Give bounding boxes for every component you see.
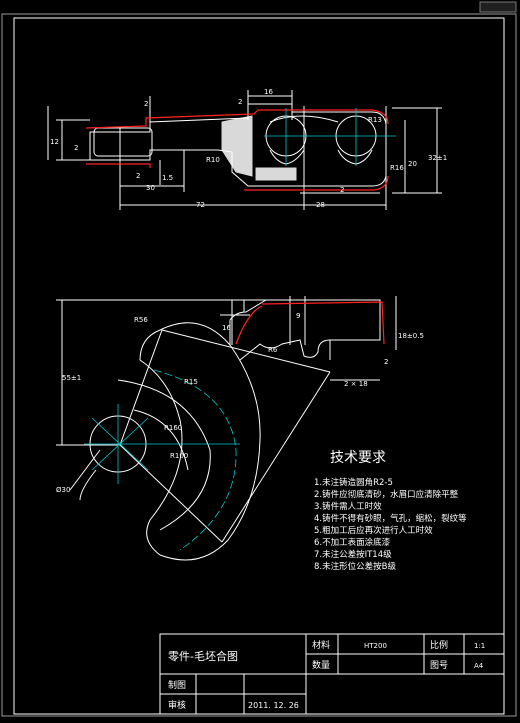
qty-label: 数量 (312, 659, 330, 671)
scale-value: 1:1 (474, 642, 485, 650)
front-view-centerlines (84, 369, 240, 551)
dim-55: 55±1 (62, 374, 81, 382)
dim-16v: 16 (222, 324, 231, 332)
dim-2b: 2 (238, 98, 242, 106)
dim-28: 28 (316, 201, 325, 209)
top-view-centerlines (264, 108, 396, 166)
dim-r6: R6 (268, 346, 278, 354)
dim-18: 18±0.5 (398, 332, 424, 340)
front-view (56, 296, 397, 561)
dim-12: 12 (50, 138, 59, 146)
dim-20: 20 (408, 160, 417, 168)
top-view-dim-labels: 16 2 2 12 2 2 1.5 30 72 28 2 20 32±1 R13… (50, 88, 447, 209)
dim-2a: 2 (144, 100, 148, 108)
title-block-text: 零件-毛坯合图 材料 HT200 比例 1:1 数量 图号 A4 制图 审核 2… (168, 639, 485, 711)
tech-requirements: 技术要求 1.未注铸造圆角R2-5 2.铸件应彻底清砂，水眉口应清除平整 3.铸… (314, 450, 467, 572)
drawing-no-label: 图号 (430, 660, 448, 671)
drawn-label: 制图 (168, 679, 186, 691)
tech-req-item-8: 8.未注形位公差按B级 (314, 561, 396, 572)
dim-r13: R13 (368, 116, 382, 124)
dim-r15: R15 (184, 378, 198, 386)
dim-32: 32±1 (428, 154, 447, 162)
tech-req-item-6: 6.不加工表面涂底漆 (314, 537, 391, 548)
front-view-allowance (235, 301, 385, 345)
dim-r56: R56 (134, 316, 148, 324)
tech-req-item-1: 1.未注铸造圆角R2-5 (314, 477, 393, 488)
checked-label: 审核 (168, 699, 186, 711)
dim-2x18: 2 × 18 (344, 380, 368, 388)
material-label: 材料 (312, 639, 330, 651)
dim-2e: 2 (340, 186, 344, 194)
tech-req-item-7: 7.未注公差按IT14级 (314, 549, 392, 560)
outer-frame (1, 13, 517, 717)
tech-req-item-3: 3.铸件需人工时效 (314, 501, 382, 512)
top-view (47, 90, 442, 210)
top-view-allowance (85, 109, 389, 191)
dim-1-5: 1.5 (162, 174, 173, 182)
dim-9: 9 (296, 312, 300, 320)
scale-label: 比例 (430, 639, 448, 651)
window-control-bar (479, 1, 517, 13)
dim-72: 72 (196, 201, 205, 209)
dim-r160: R160 (164, 424, 182, 432)
dim-16: 16 (264, 88, 273, 96)
date: 2011. 12. 26 (248, 701, 299, 710)
tech-req-item-2: 2.铸件应彻底清砂，水眉口应清除平整 (314, 489, 459, 500)
dim-r10: R10 (206, 156, 220, 164)
drawing-name: 零件-毛坯合图 (168, 649, 238, 663)
dim-2c: 2 (74, 144, 78, 152)
dim-2d: 2 (136, 172, 140, 180)
material-value: HT200 (364, 642, 387, 650)
tech-req-item-5: 5.粗加工后应再次进行人工时效 (314, 525, 433, 536)
front-view-dim-labels: R15 R56 R6 16 9 2 18±0.5 55±1 R100 R160 … (56, 312, 424, 494)
dim-r16: R16 (390, 164, 404, 172)
dim-30: 30 (146, 184, 155, 192)
title-block (159, 633, 505, 715)
drawing-no-value: A4 (474, 662, 484, 670)
dim-dia: Ø30 (56, 486, 70, 494)
border-frame (13, 17, 505, 715)
tech-req-item-4: 4.铸件不得有砂眼，气孔，缩松，裂纹等 (314, 513, 467, 524)
dim-r100: R100 (170, 452, 188, 460)
tech-req-title: 技术要求 (330, 450, 386, 466)
dim-2: 2 (384, 358, 388, 366)
